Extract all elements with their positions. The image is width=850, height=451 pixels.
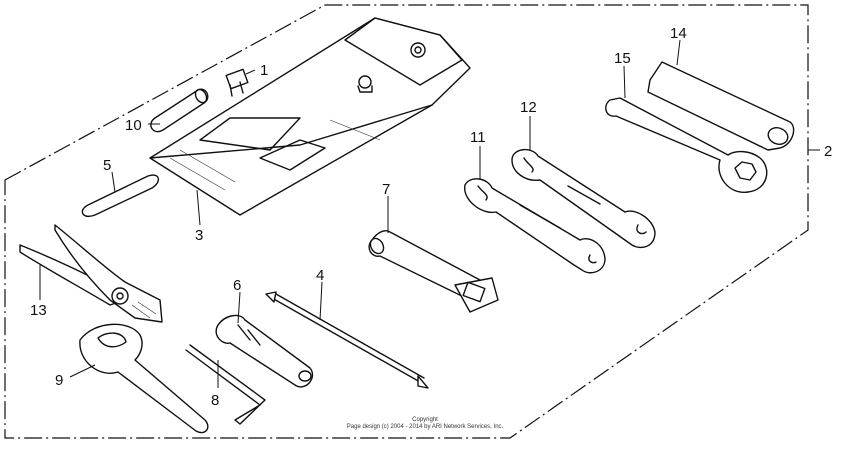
- callout-13: 13: [30, 302, 47, 319]
- callout-12: 12: [520, 99, 537, 116]
- grip-sleeve-part: [647, 61, 795, 151]
- hex-key-part: [185, 344, 266, 425]
- tool-case-part: [150, 88, 209, 133]
- pliers-part: [19, 224, 163, 323]
- callout-6: 6: [233, 277, 241, 294]
- callout-3: 3: [195, 227, 203, 244]
- screwdriver-shaft-part: [265, 291, 429, 389]
- callout-9: 9: [55, 372, 63, 389]
- callout-7: 7: [382, 181, 390, 198]
- callout-15: 15: [614, 50, 631, 67]
- leader-lines: [39, 39, 820, 388]
- copyright-title: Copyright: [412, 417, 438, 423]
- callout-1: 1: [260, 62, 268, 79]
- open-end-wrench-large-part: [511, 149, 656, 249]
- callout-5: 5: [103, 157, 111, 174]
- callout-2: 2: [824, 143, 832, 160]
- callout-8: 8: [211, 392, 219, 409]
- screwdriver-handle-part: [215, 314, 314, 388]
- box-spanner-part: [368, 230, 499, 313]
- callout-10: 10: [125, 117, 142, 134]
- callout-14: 14: [670, 25, 687, 42]
- ring-spanner-part: [605, 97, 768, 193]
- flat-bar-part: [81, 174, 159, 217]
- copyright-notice: Page design (c) 2004 - 2014 by ARI Netwo…: [347, 424, 504, 430]
- open-end-wrench-small-part: [464, 178, 606, 274]
- callout-11: 11: [470, 129, 486, 146]
- tool-bag-part: [149, 17, 471, 216]
- pin-spanner-part: [79, 323, 209, 434]
- callout-4: 4: [316, 267, 324, 284]
- fuse-part: [225, 68, 249, 97]
- assembly-boundary: [4, 4, 809, 439]
